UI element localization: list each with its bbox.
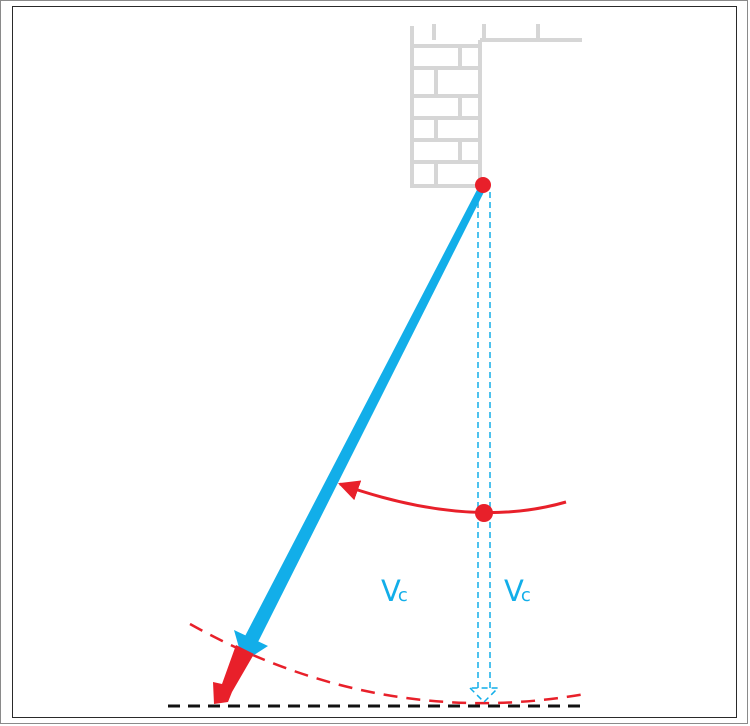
bob-dot-icon <box>475 504 493 522</box>
pivot-dot-icon <box>475 177 491 193</box>
pendulum-rod <box>243 184 486 646</box>
velocity-arrow <box>213 645 254 704</box>
right-velocity-label: Vc <box>504 574 531 608</box>
inner-frame <box>12 6 737 718</box>
left-velocity-label: Vc <box>381 574 408 608</box>
brick-wall-icon <box>410 24 582 188</box>
swing-direction-arrow <box>338 480 567 515</box>
vertical-velocity-arrow <box>468 192 500 704</box>
